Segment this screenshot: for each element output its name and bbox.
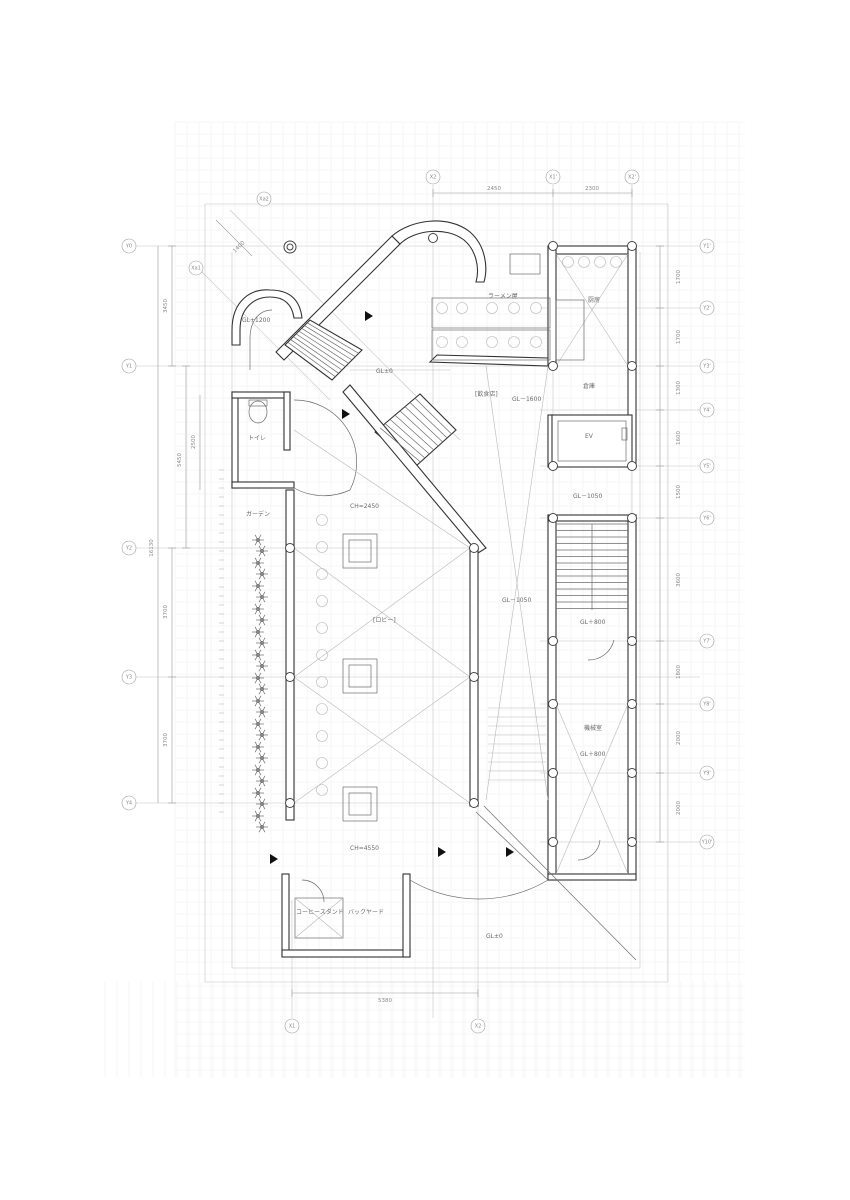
entrance-arrows bbox=[270, 311, 514, 864]
dim-left-6: 3700 bbox=[163, 733, 169, 747]
label-level-800-a: GL＋800 bbox=[580, 619, 606, 626]
label-backyard: バックヤード bbox=[348, 909, 384, 916]
dim-bottom-1: 5380 bbox=[378, 998, 392, 1004]
label-ch-2450: CH=2450 bbox=[350, 503, 379, 510]
dimension-lines bbox=[157, 189, 664, 997]
label-coffee-stand: コーヒースタンド bbox=[296, 908, 344, 916]
svg-text:Y3': Y3' bbox=[702, 364, 711, 370]
dim-right-5: 1500 bbox=[676, 485, 682, 499]
svg-text:Y5': Y5' bbox=[702, 464, 711, 470]
svg-text:X2': X2' bbox=[628, 175, 636, 181]
svg-text:Y2': Y2' bbox=[702, 306, 711, 312]
svg-text:Y2: Y2 bbox=[125, 546, 132, 552]
structural-columns bbox=[285, 233, 637, 847]
svg-text:Y6': Y6' bbox=[702, 516, 711, 522]
svg-text:Y9': Y9' bbox=[702, 771, 711, 777]
room-labels: ラーメン屋 厨房 倉庫 [飲食店] GL－1600 EV GL－1050 GL－… bbox=[242, 293, 606, 940]
building-walls bbox=[231, 220, 637, 961]
svg-text:X2: X2 bbox=[475, 1024, 482, 1030]
label-storage: 倉庫 bbox=[583, 382, 595, 390]
svg-text:X1: X1 bbox=[289, 1024, 296, 1030]
grid-lines bbox=[130, 185, 700, 1018]
dimension-labels: 2450 2300 5380 3450 5450 2500 16130 3700… bbox=[149, 186, 682, 1004]
dim-left-3: 2500 bbox=[191, 435, 197, 449]
dim-right-4: 1600 bbox=[676, 431, 682, 445]
dim-left-4: 16130 bbox=[149, 539, 155, 557]
svg-text:Y8': Y8' bbox=[702, 702, 711, 708]
door-swings bbox=[293, 399, 615, 903]
svg-text:Xa1: Xa1 bbox=[191, 266, 201, 272]
dim-top-1: 2450 bbox=[487, 186, 501, 192]
label-toilet: トイレ bbox=[248, 435, 266, 442]
stair-treads bbox=[287, 322, 628, 781]
label-garden: ガーデン bbox=[246, 510, 270, 518]
label-level-800-b: GL＋800 bbox=[580, 751, 606, 758]
svg-text:Xa2: Xa2 bbox=[259, 197, 269, 203]
svg-text:Y1': Y1' bbox=[702, 244, 711, 250]
chairs bbox=[316, 256, 622, 796]
label-lobby: [ロビー] bbox=[373, 616, 396, 624]
svg-text:Y7': Y7' bbox=[702, 639, 711, 645]
dim-right-2: 1700 bbox=[676, 330, 682, 344]
label-level-1050-b: GL－1050 bbox=[502, 597, 531, 604]
dim-top-2: 2300 bbox=[585, 186, 599, 192]
dim-right-1: 1700 bbox=[676, 270, 682, 284]
tables-and-chairs bbox=[431, 253, 585, 361]
svg-text:X1': X1' bbox=[549, 175, 557, 181]
svg-text:Y4: Y4 bbox=[125, 801, 132, 807]
label-kitchen: 厨房 bbox=[588, 296, 600, 304]
label-level-1050-a: GL－1050 bbox=[573, 493, 602, 500]
label-level-1200: GL+1200 bbox=[242, 317, 270, 324]
dim-right-9: 2000 bbox=[676, 801, 682, 815]
label-elevator: EV bbox=[585, 433, 594, 440]
background-grid bbox=[104, 121, 745, 1078]
label-ch-4550: CH=4550 bbox=[350, 845, 379, 852]
dim-left-2: 5450 bbox=[177, 453, 183, 467]
svg-text:Y1: Y1 bbox=[125, 364, 132, 370]
dim-left-1: 3450 bbox=[163, 299, 169, 313]
dim-right-7: 1800 bbox=[676, 665, 682, 679]
label-restaurant: [飲食店] bbox=[475, 390, 498, 398]
dim-right-3: 1300 bbox=[676, 381, 682, 395]
label-machine-room: 機械室 bbox=[584, 724, 602, 732]
dim-right-8: 2000 bbox=[676, 731, 682, 745]
dim-left-5: 3700 bbox=[163, 605, 169, 619]
svg-text:Y10': Y10' bbox=[701, 840, 713, 846]
space-diagonals bbox=[293, 253, 629, 875]
label-level-0-bottom: GL±0 bbox=[486, 933, 503, 940]
garden-plants bbox=[219, 469, 268, 833]
label-level-0-top: GL±0 bbox=[376, 368, 393, 375]
svg-text:Y3: Y3 bbox=[125, 675, 132, 681]
label-restaurant-level: GL－1600 bbox=[512, 396, 541, 403]
svg-text:Y4': Y4' bbox=[702, 408, 711, 414]
svg-text:Y0: Y0 bbox=[125, 244, 132, 250]
skylights bbox=[342, 533, 378, 822]
svg-text:X2: X2 bbox=[430, 175, 437, 181]
dim-right-6: 3600 bbox=[676, 573, 682, 587]
label-ramen-shop: ラーメン屋 bbox=[488, 293, 518, 300]
